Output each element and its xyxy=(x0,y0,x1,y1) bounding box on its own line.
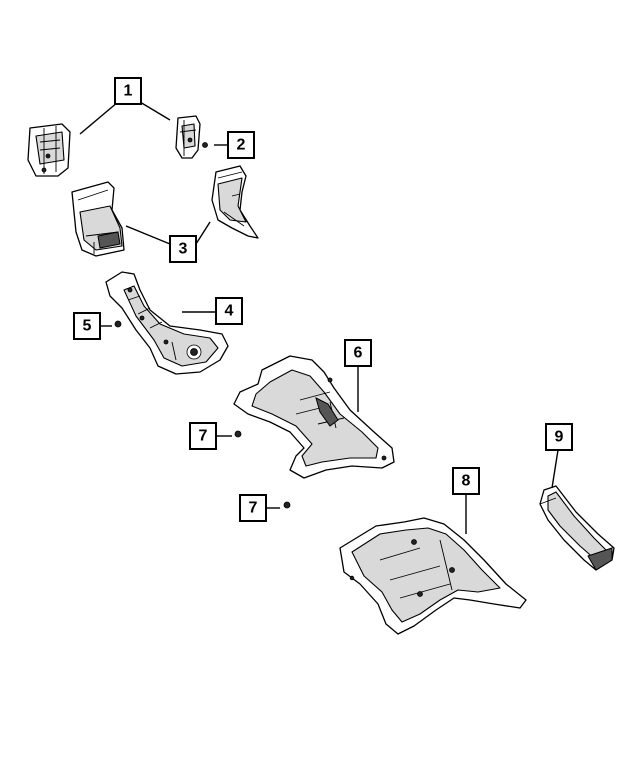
part-9-shield-strip xyxy=(539,485,615,571)
callout-7-lower: 7 xyxy=(239,494,267,522)
callout-3: 3 xyxy=(169,235,197,263)
callout-4: 4 xyxy=(215,297,243,325)
part-8-heat-shield xyxy=(339,517,527,635)
callout-7-upper-label: 7 xyxy=(199,428,208,445)
callout-5: 5 xyxy=(73,312,101,340)
callout-3-label: 3 xyxy=(179,241,188,258)
callout-9-label: 9 xyxy=(555,429,564,446)
part-3-right-shield xyxy=(211,165,259,239)
part-7-nut-upper xyxy=(234,430,242,438)
callout-7-upper: 7 xyxy=(189,422,217,450)
leader-lines xyxy=(79,101,559,534)
callout-1: 1 xyxy=(114,77,142,105)
callout-6: 6 xyxy=(344,339,372,367)
part-2-clip xyxy=(202,142,208,148)
callout-5-label: 5 xyxy=(83,318,92,335)
callout-8: 8 xyxy=(452,467,480,495)
callout-8-label: 8 xyxy=(462,473,471,490)
callout-6-label: 6 xyxy=(354,345,363,362)
part-6-heat-shield xyxy=(233,355,395,479)
callout-4-label: 4 xyxy=(225,303,234,320)
callout-2-label: 2 xyxy=(237,137,246,154)
part-3-left-shield xyxy=(71,181,125,257)
callout-7-lower-label: 7 xyxy=(249,500,258,517)
part-4-heat-shield xyxy=(105,271,229,375)
callout-2: 2 xyxy=(227,131,255,159)
callout-9: 9 xyxy=(545,423,573,451)
callout-1-label: 1 xyxy=(124,83,133,100)
part-5-nut xyxy=(114,320,122,328)
part-7-nut-lower xyxy=(283,501,291,509)
part-1-left-bracket xyxy=(27,123,71,177)
part-1-right-bracket xyxy=(175,115,201,159)
